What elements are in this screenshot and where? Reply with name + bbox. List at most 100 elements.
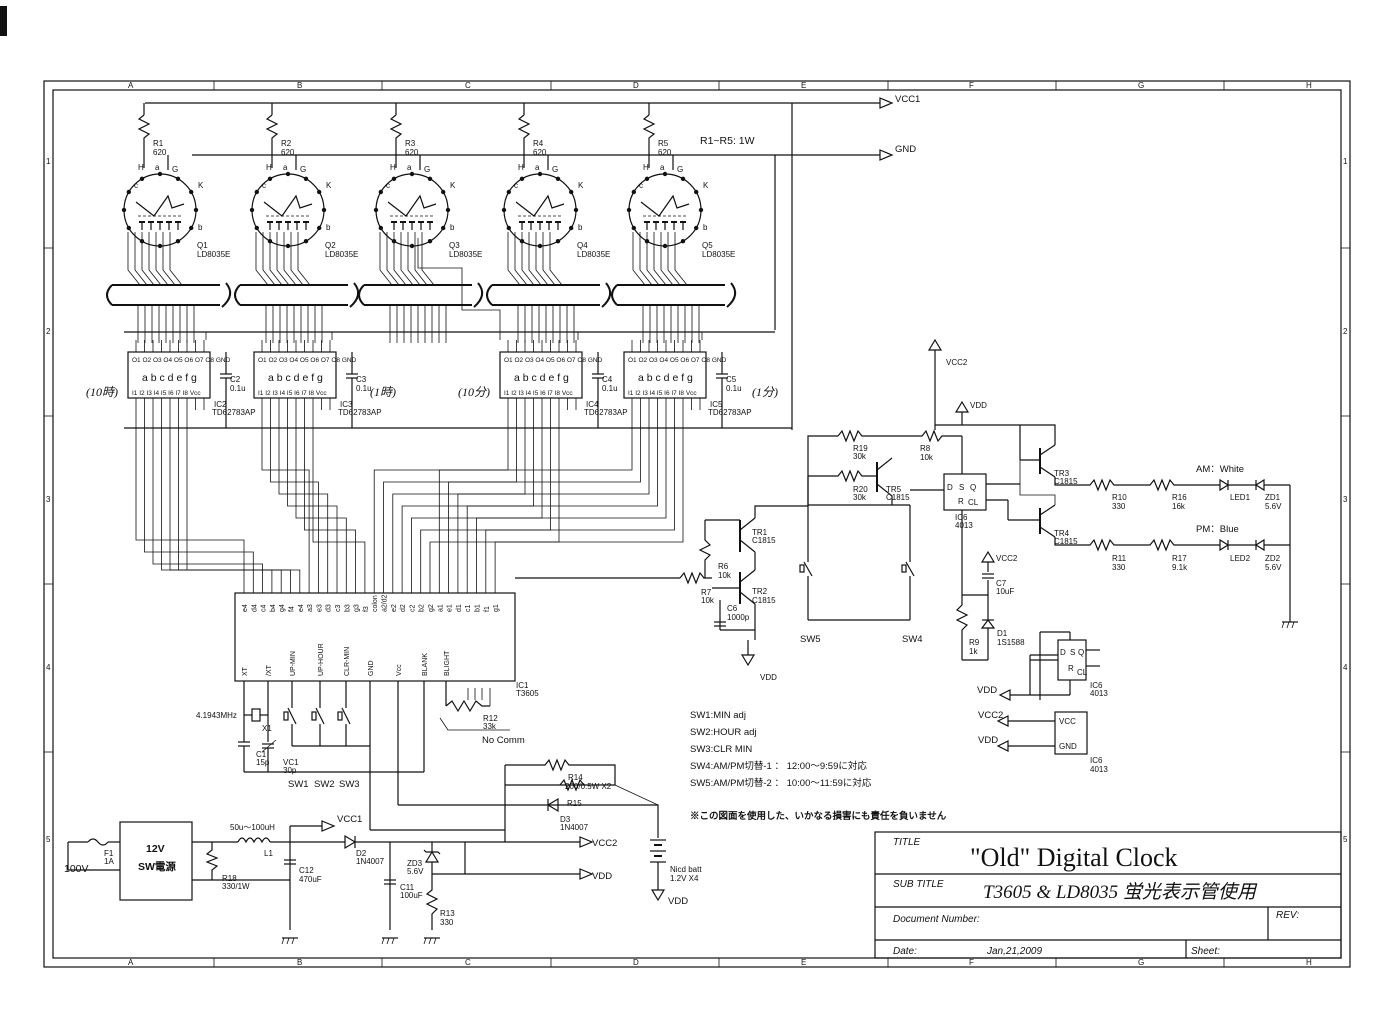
driver-ic2: a b c d e f gO1 O2 O3 O4 O5 O6 O7 O8 GND… xyxy=(86,331,256,429)
tube-resistor-label: R5 xyxy=(658,139,669,148)
sw5-label: SW5 xyxy=(800,634,821,645)
driver-inputs: I1 I2 I3 I4 I5 I6 I7 I8 Vcc xyxy=(628,390,697,397)
driver-segments: a b c d e f g xyxy=(142,372,197,384)
vcc1-label-psu: VCC1 xyxy=(337,814,362,825)
d2-label: D2 xyxy=(356,849,367,858)
driver-ic4: a b c d e f gO1 O2 O3 O4 O5 O6 O7 O8 GND… xyxy=(458,331,628,429)
driver-cap-value: 0.1u xyxy=(230,384,246,393)
svg-text:a: a xyxy=(155,163,160,172)
row-label: 2 xyxy=(1343,327,1348,336)
tube-part: LD8035E xyxy=(702,250,735,259)
zd1-label: ZD1 xyxy=(1265,493,1281,502)
tr2-part: C1815 xyxy=(752,596,776,605)
col-label: B xyxy=(297,958,302,967)
ic1-pin-label: b3 xyxy=(344,604,351,612)
svg-text:K: K xyxy=(198,181,204,190)
ic1-part: T3605 xyxy=(516,689,539,698)
vc1-value: 30p xyxy=(283,766,297,775)
d2-part: 1N4007 xyxy=(356,857,385,866)
zd2-value: 5.6V xyxy=(1265,563,1282,572)
svg-text:b: b xyxy=(703,223,708,232)
ic1-pin-label: a3 xyxy=(307,604,314,612)
tube-resistor-value: 620 xyxy=(281,148,295,157)
svg-text:b: b xyxy=(450,223,455,232)
vcc2-label-c7: VCC2 xyxy=(996,554,1018,563)
r11-label: R11 xyxy=(1112,554,1127,563)
c11-value: 100uF xyxy=(400,891,423,900)
ic1-pin-label: c4 xyxy=(261,605,268,613)
svg-text:R: R xyxy=(1068,664,1074,673)
driver-outputs: O1 O2 O3 O4 O5 O6 O7 O8 GND xyxy=(628,357,727,364)
ic1-pin-label: b4 xyxy=(270,604,277,612)
am-string xyxy=(1054,477,1220,492)
l1-value: 50u～100uH xyxy=(230,823,275,832)
r9-value: 1k xyxy=(969,647,978,656)
tr3-part: C1815 xyxy=(1054,477,1078,486)
r14-label: R14 xyxy=(568,773,583,782)
svg-text:CL: CL xyxy=(968,498,979,507)
title-block-frame xyxy=(874,831,1342,959)
led2-label: LED2 xyxy=(1230,554,1251,563)
note-sw2: SW2:HOUR adj xyxy=(690,727,757,738)
r10-value: 330 xyxy=(1112,502,1126,511)
r7-label: R7 xyxy=(701,588,712,597)
ic1-pin-label: g3 xyxy=(354,604,361,612)
vcc1-label: VCC1 xyxy=(895,94,920,105)
vdd-label-ic6-pwr: VDD xyxy=(978,735,998,746)
col-label: E xyxy=(801,81,806,90)
vcc2-label-top: VCC2 xyxy=(946,358,968,367)
ic1-pin-label: e2 xyxy=(391,604,398,612)
ic1-bottom-pin-label: UP-HOUR xyxy=(318,643,325,676)
ic1-pin-label: d2 xyxy=(400,604,407,612)
row-label: 4 xyxy=(1343,663,1348,672)
tube-ref: Q1 xyxy=(197,241,208,250)
svg-text:b: b xyxy=(198,223,203,232)
tr5-part: C1815 xyxy=(886,493,910,502)
svg-text:H: H xyxy=(518,163,524,172)
vdd-label-batt: VDD xyxy=(668,896,688,907)
row-label: 1 xyxy=(1343,157,1348,166)
sw4-label: SW4 xyxy=(902,634,923,645)
fuse-label: F1 xyxy=(104,849,114,858)
row-label: 1 xyxy=(46,157,51,166)
ic1-bottom-pin-label: BLANK xyxy=(422,653,429,676)
driver-body xyxy=(499,351,583,399)
svg-text:a: a xyxy=(407,163,412,172)
sw2-label: SW2 xyxy=(314,779,335,790)
ic1-pin-label: e1 xyxy=(447,604,454,612)
vdd-label-top: VDD xyxy=(970,401,987,410)
r6 xyxy=(679,571,712,585)
note-sw4: SW4:AM/PM切替-1 ： 12:00～9:59に対応 xyxy=(690,760,867,772)
r13 xyxy=(425,862,439,930)
ic1-pin-label: f3 xyxy=(363,606,370,612)
r8-label: R8 xyxy=(920,444,931,453)
l1 xyxy=(237,837,271,844)
ic1-body xyxy=(234,592,516,682)
x1-label: X1 xyxy=(262,724,272,733)
tr3-label: TR3 xyxy=(1054,469,1070,478)
note-sw5: SW5:AM/PM切替-2 ： 10:00～11:59に対応 xyxy=(690,777,872,789)
tube-resistor xyxy=(517,114,531,168)
svg-text:b: b xyxy=(326,223,331,232)
r11-value: 330 xyxy=(1112,563,1126,572)
ic1-pin-label: c3 xyxy=(335,605,342,613)
battery-value: 1.2V X4 xyxy=(670,874,699,883)
r14 xyxy=(505,758,616,786)
tr4-part: C1815 xyxy=(1054,537,1078,546)
scan-mark xyxy=(0,6,7,36)
tube-part: LD8035E xyxy=(325,250,358,259)
col-label: E xyxy=(801,958,806,967)
r14-value: 200/0.5W X2 xyxy=(565,782,612,791)
driver-ref: IC5 xyxy=(710,400,723,409)
driver-cap-label: C3 xyxy=(356,375,367,384)
note-sw3: SW3:CLR MIN xyxy=(690,744,752,755)
c12-label: C12 xyxy=(299,866,314,875)
driver-part: TD62783AP xyxy=(584,408,628,417)
col-labels-bottom: A B C D E F G H xyxy=(128,958,1312,967)
date-label: Date: xyxy=(893,946,917,957)
c1-label: C1 xyxy=(256,750,267,759)
driver-ref: IC4 xyxy=(586,400,599,409)
c12-value: 470uF xyxy=(299,875,322,884)
